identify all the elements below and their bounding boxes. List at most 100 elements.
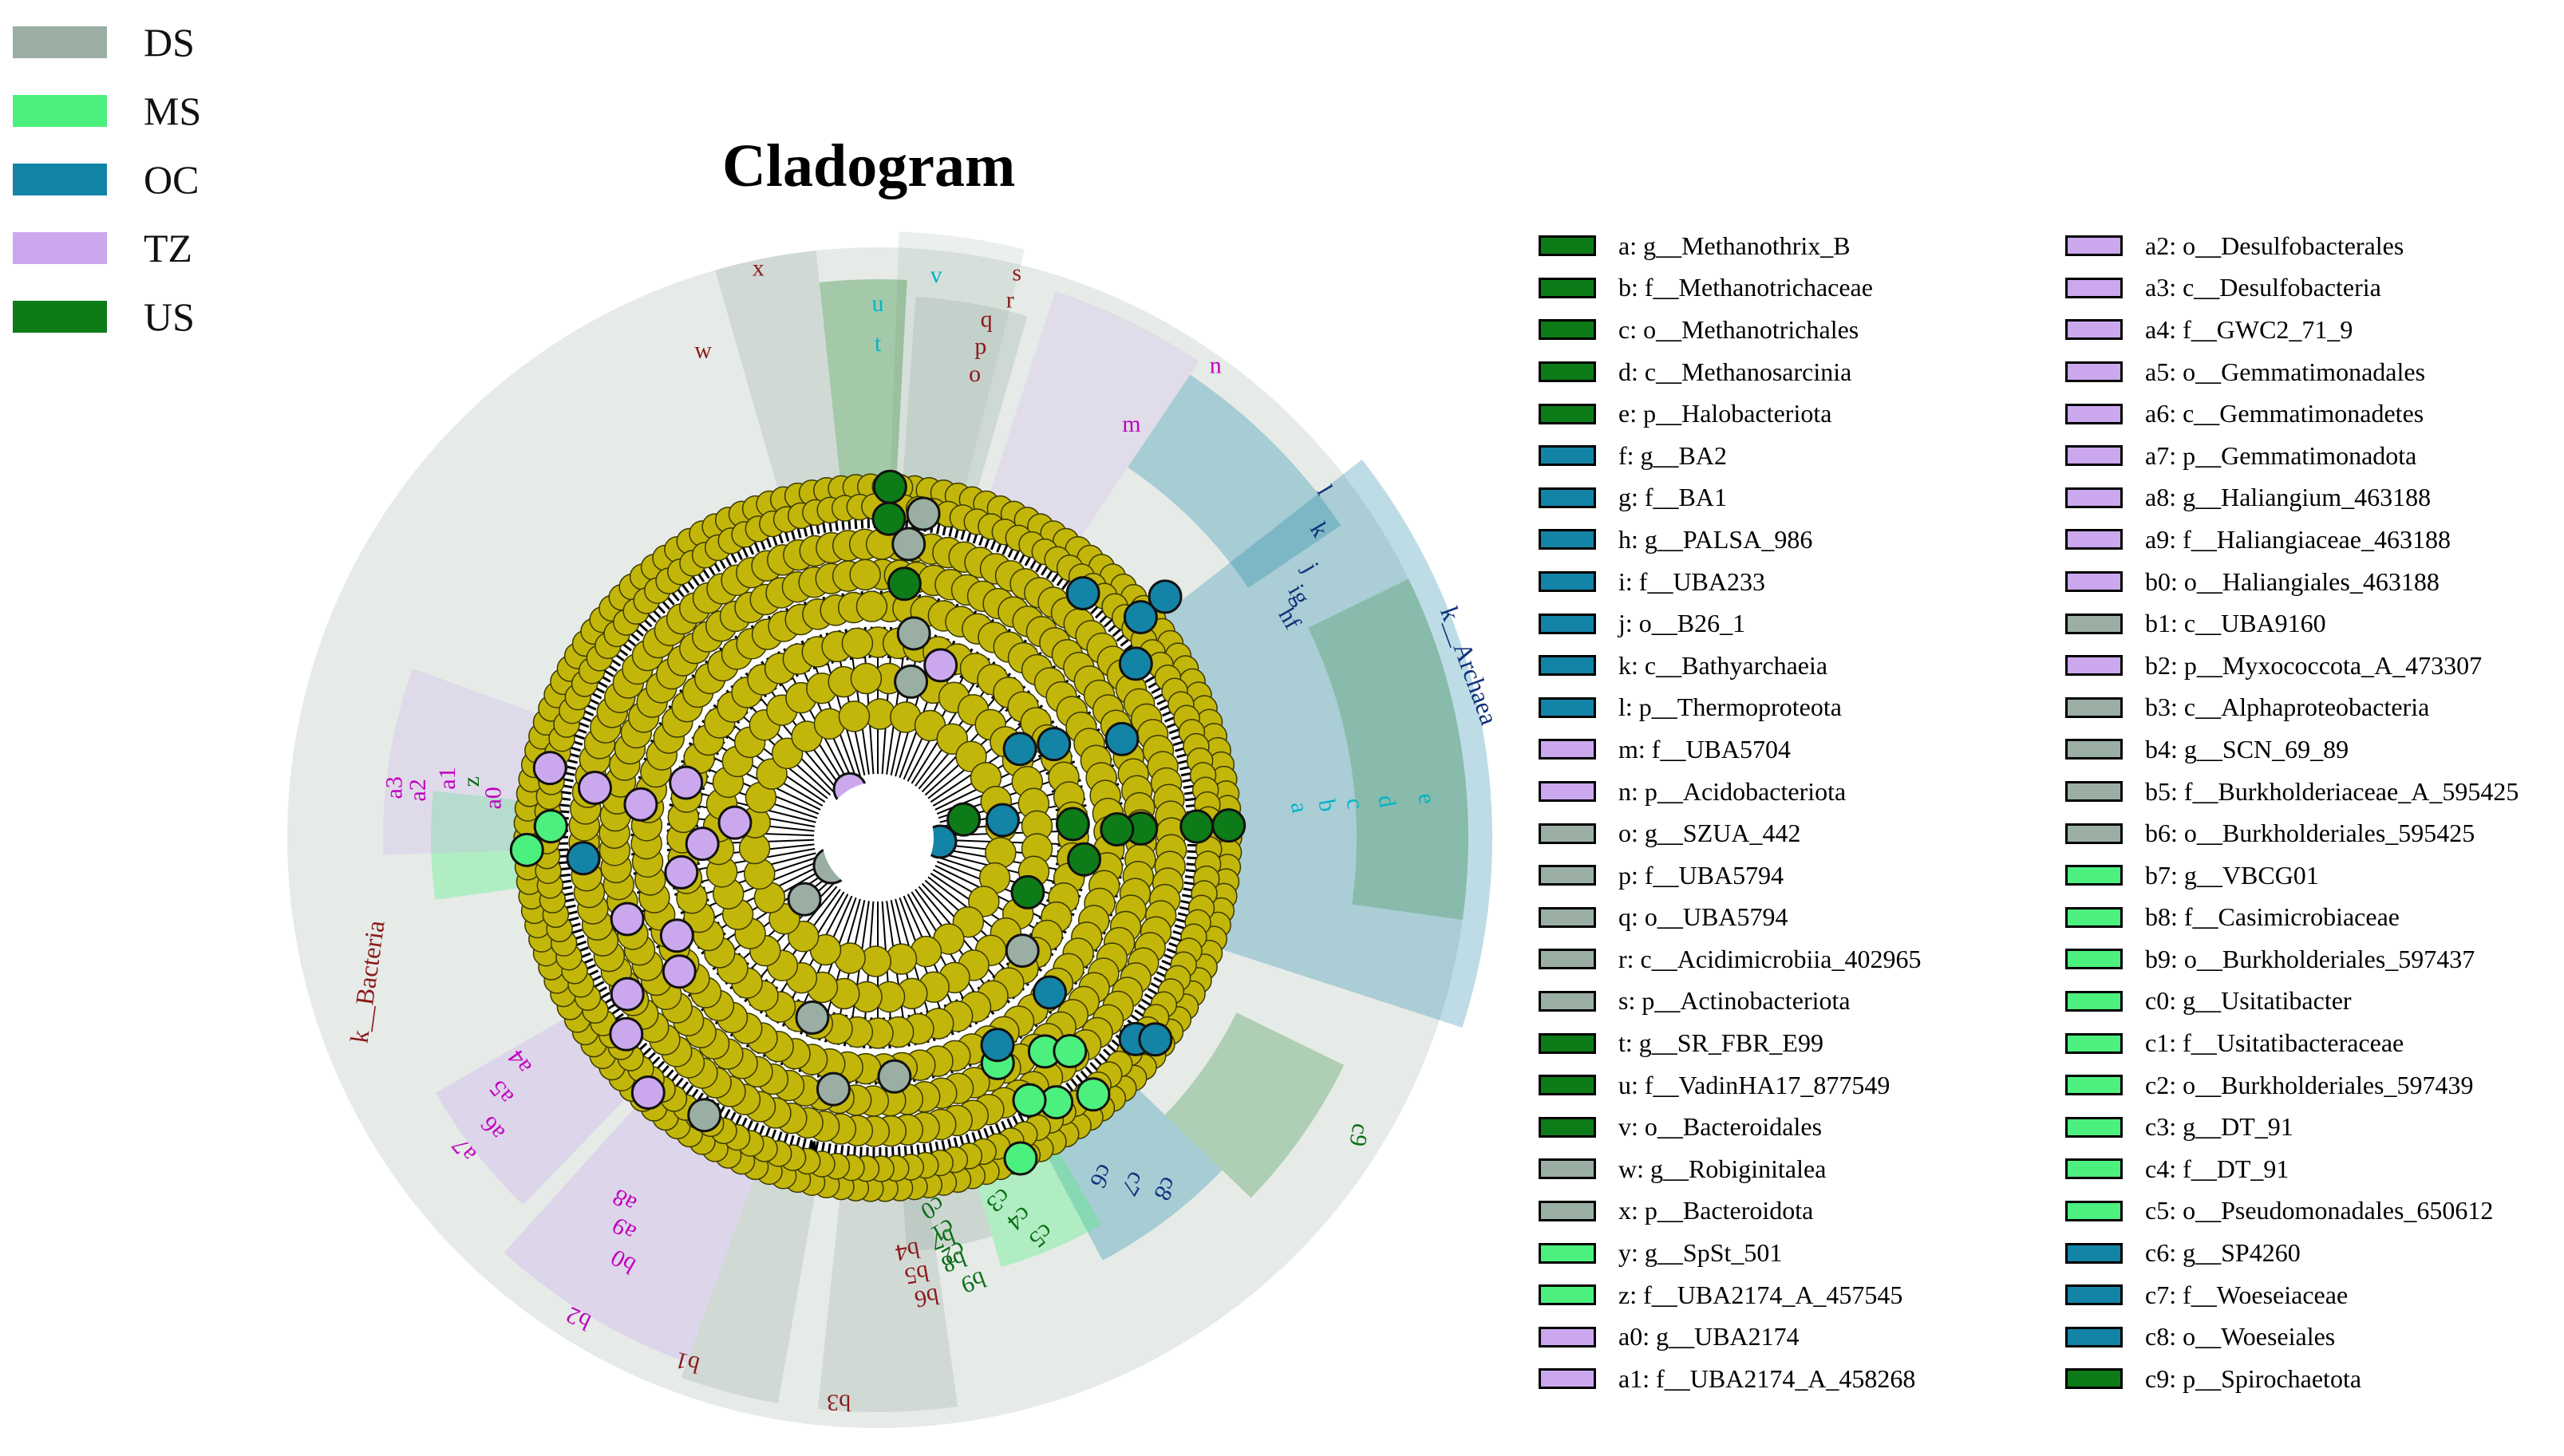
highlighted-node bbox=[1002, 732, 1037, 767]
highlighted-node bbox=[795, 1000, 830, 1036]
taxa-label: l: p__Thermoproteota bbox=[1618, 692, 1842, 722]
taxa-legend-item: w: g__Robiginitalea bbox=[1539, 1148, 1921, 1190]
taxa-legend-item: a: g__Methanothrix_B bbox=[1539, 225, 1921, 267]
taxa-swatch bbox=[1539, 1326, 1596, 1347]
taxa-legend-item: c8: o__Woeseiales bbox=[2065, 1316, 2519, 1358]
legend-label-ms: MS bbox=[144, 89, 202, 133]
clade-label: a2 bbox=[405, 779, 431, 801]
sector-uba9160 bbox=[681, 1160, 819, 1404]
taxa-label: c7: f__Woeseiaceae bbox=[2145, 1280, 2349, 1309]
highlighted-node bbox=[1053, 1034, 1088, 1069]
taxa-swatch bbox=[1539, 235, 1596, 257]
sector-myxococcota bbox=[504, 1092, 761, 1363]
clade-label: z bbox=[458, 776, 484, 787]
taxa-legend-item: c5: o__Pseudomonadales_650612 bbox=[2065, 1190, 2519, 1233]
sector-halobacteriota bbox=[1308, 578, 1469, 920]
clade-label: t bbox=[875, 330, 882, 357]
taxa-label: c5: o__Pseudomonadales_650612 bbox=[2145, 1196, 2494, 1225]
highlighted-node bbox=[985, 803, 1020, 838]
taxa-legend-item: y: g__SpSt_501 bbox=[1539, 1232, 1921, 1274]
highlighted-node bbox=[669, 765, 704, 800]
clade-label: a0 bbox=[480, 787, 507, 809]
highlighted-node bbox=[533, 809, 568, 844]
taxa-legend-item: h: g__PALSA_986 bbox=[1539, 519, 1921, 561]
page-title: Cladogram bbox=[722, 132, 1016, 199]
taxa-label: b8: f__Casimicrobiaceae bbox=[2145, 902, 2400, 932]
highlighted-node bbox=[1003, 1141, 1038, 1176]
taxa-swatch bbox=[1539, 613, 1596, 634]
taxa-swatch bbox=[1539, 906, 1596, 928]
root-hole bbox=[822, 782, 934, 894]
taxa-legend-item: a3: c__Desulfobacteria bbox=[2065, 267, 2519, 310]
sector-actinobacteriota-outer bbox=[890, 231, 1025, 505]
taxa-label: b9: o__Burkholderiales_597437 bbox=[2145, 944, 2475, 973]
highlighted-node bbox=[566, 841, 601, 876]
taxa-swatch bbox=[2065, 1242, 2123, 1264]
highlighted-node bbox=[1138, 1022, 1173, 1057]
clade-label: o bbox=[969, 361, 981, 387]
taxa-swatch bbox=[1539, 487, 1596, 508]
taxa-legend-item: a6: c__Gemmatimonadetes bbox=[2065, 393, 2519, 435]
taxa-legend-item: c9: p__Spirochaetota bbox=[2065, 1358, 2519, 1400]
taxa-label: d: c__Methanosarcinia bbox=[1618, 357, 1852, 386]
clade-label: b6 bbox=[913, 1282, 941, 1312]
taxa-legend-item: j: o__B26_1 bbox=[1539, 602, 1921, 645]
highlighted-node bbox=[923, 648, 958, 683]
highlighted-node bbox=[610, 977, 645, 1012]
clade-label: e bbox=[1412, 791, 1440, 806]
highlighted-node bbox=[816, 1071, 851, 1107]
sector-bacteroidales bbox=[819, 279, 907, 497]
taxa-legend-item: b0: o__Haliangiales_463188 bbox=[2065, 561, 2519, 603]
highlighted-node bbox=[946, 802, 982, 837]
taxa-legend-item: v: o__Bacteroidales bbox=[1539, 1106, 1921, 1148]
taxa-swatch bbox=[2065, 235, 2123, 257]
taxa-label: c9: p__Spirochaetota bbox=[2145, 1363, 2362, 1393]
taxa-swatch bbox=[2065, 361, 2123, 383]
taxa-label: t: g__SR_FBR_E99 bbox=[1618, 1028, 1823, 1058]
taxa-label: r: c__Acidimicrobiia_402965 bbox=[1618, 944, 1922, 973]
taxa-legend-item: e: p__Halobacteriota bbox=[1539, 393, 1921, 435]
taxa-legend-item: d: c__Methanosarcinia bbox=[1539, 351, 1921, 393]
taxa-label: b7: g__VBCG01 bbox=[2145, 860, 2319, 890]
clade-label: b bbox=[1313, 797, 1341, 814]
clade-label: b5 bbox=[903, 1259, 930, 1289]
taxa-legend-item: c1: f__Usitatibacteraceae bbox=[2065, 1022, 2519, 1064]
taxa-swatch bbox=[2065, 655, 2123, 677]
taxa-swatch bbox=[2065, 445, 2123, 467]
taxa-legend-item: b5: f__Burkholderiaceae_A_595425 bbox=[2065, 771, 2519, 813]
taxa-legend-item: b7: g__VBCG01 bbox=[2065, 854, 2519, 897]
taxa-label: b: f__Methanotrichaceae bbox=[1618, 273, 1873, 302]
legend-label-oc: OC bbox=[144, 157, 200, 202]
legend-label-ds: DS bbox=[144, 20, 195, 65]
taxa-label: c0: g__Usitatibacter bbox=[2145, 986, 2352, 1016]
highlighted-node bbox=[1179, 809, 1215, 844]
highlighted-node bbox=[1211, 808, 1246, 843]
taxa-swatch bbox=[2065, 1200, 2123, 1221]
sector-thermoproteota bbox=[1128, 374, 1341, 588]
taxa-label: a0: g__UBA2174 bbox=[1618, 1322, 1800, 1351]
tree-node bbox=[849, 558, 881, 591]
taxa-swatch bbox=[2065, 1284, 2123, 1306]
legend-label-us: US bbox=[144, 294, 195, 339]
highlighted-node bbox=[906, 496, 941, 531]
taxa-legend-item: a0: g__UBA2174 bbox=[1539, 1316, 1921, 1358]
taxa-label: a3: c__Desulfobacteria bbox=[2145, 273, 2381, 302]
clade-label: v bbox=[930, 262, 942, 288]
taxa-label: e: p__Halobacteriota bbox=[1618, 399, 1832, 428]
taxa-legend-item: k: c__Bathyarchaeia bbox=[1539, 645, 1921, 687]
group-legend: DS MS OC TZ US bbox=[13, 8, 268, 351]
taxa-swatch bbox=[2065, 277, 2123, 298]
taxa-legend-item: a5: o__Gemmatimonadales bbox=[2065, 351, 2519, 393]
taxa-legend-item: q: o__UBA5794 bbox=[1539, 897, 1921, 939]
taxa-label: a4: f__GWC2_71_9 bbox=[2145, 314, 2353, 344]
taxa-legend-item: z: f__UBA2174_A_457545 bbox=[1539, 1274, 1921, 1316]
taxa-swatch bbox=[1539, 277, 1596, 298]
highlighted-node bbox=[509, 832, 544, 867]
highlighted-node bbox=[717, 805, 753, 840]
highlighted-node bbox=[664, 854, 699, 890]
highlighted-node bbox=[609, 1016, 644, 1052]
taxa-label: b5: f__Burkholderiaceae_A_595425 bbox=[2145, 776, 2519, 806]
taxa-legend-item: c: o__Methanotrichales bbox=[1539, 309, 1921, 351]
taxa-swatch bbox=[2065, 571, 2123, 593]
taxa-label: i: f__UBA233 bbox=[1618, 566, 1765, 596]
